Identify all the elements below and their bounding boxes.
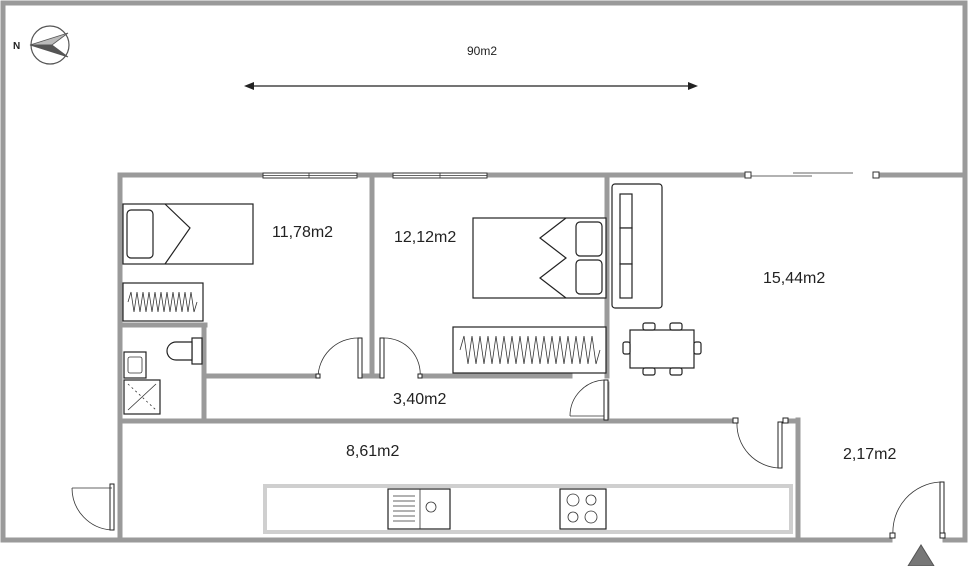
dining-table	[622, 322, 702, 376]
area-label-hallway: 3,40m2	[393, 391, 446, 408]
door-living-room	[569, 379, 609, 421]
wardrobe-bedroom-1	[122, 282, 204, 322]
kitchen-counter	[263, 484, 793, 534]
compass-needle-lower	[29, 44, 69, 58]
area-label-bedroom-2: 12,12m2	[394, 229, 456, 246]
shower	[123, 379, 161, 415]
door-entrance-inner	[732, 417, 789, 469]
compass-north-label: N	[13, 41, 20, 52]
door-bedroom-1	[315, 337, 363, 379]
area-label-kitchen: 8,61m2	[346, 443, 399, 460]
door-main-entrance	[889, 481, 946, 539]
toilet	[166, 337, 203, 365]
area-label-living-room: 15,44m2	[763, 270, 825, 287]
outer-boundary-wall	[0, 0, 968, 543]
wardrobe-bedroom-2	[452, 326, 607, 374]
single-bed	[122, 203, 254, 265]
dimension-arrow	[244, 82, 698, 90]
sofa	[611, 183, 663, 309]
area-label-entrance: 2,17m2	[843, 446, 896, 463]
windows	[262, 171, 880, 179]
washbasin	[123, 351, 147, 379]
door-outer-left	[71, 483, 115, 531]
double-bed	[472, 217, 607, 299]
door-bedroom-2	[379, 337, 423, 379]
sink-icon	[387, 488, 451, 530]
apartment-walls	[117, 172, 968, 543]
entrance-marker-icon	[907, 544, 935, 566]
area-label-bedroom-1: 11,78m2	[272, 224, 333, 241]
total-area-label: 90m2	[467, 44, 497, 58]
compass: N	[13, 25, 70, 65]
stove-icon	[559, 488, 607, 530]
